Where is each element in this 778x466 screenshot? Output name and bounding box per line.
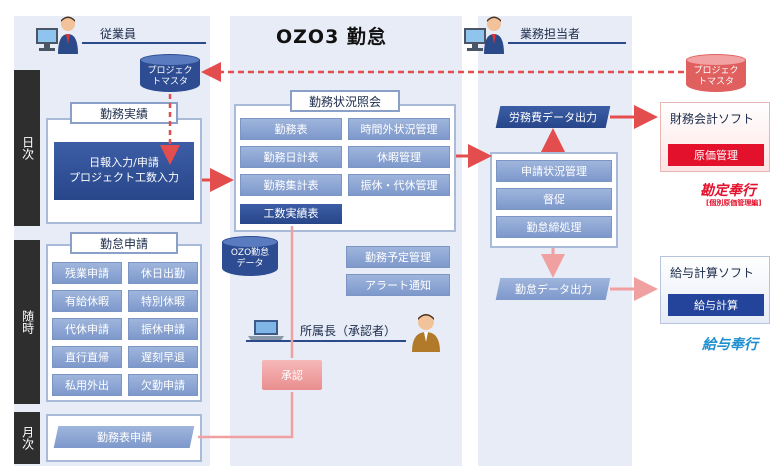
workload-report-button[interactable]: 工数実績表 — [240, 204, 342, 224]
accounting-software-title: 財務会計ソフト — [670, 112, 755, 126]
staff-person-icon — [460, 14, 508, 56]
absence-request-item-0[interactable]: 残業申請 — [52, 262, 122, 284]
work-results-title: 勤務実績 — [70, 102, 178, 124]
absence-request-item-6-label: 直行直帰 — [65, 351, 109, 364]
staff-header: 業務担当者 — [520, 27, 581, 41]
lane-daily-label: 日次 — [20, 136, 35, 160]
workload-report-label: 工数実績表 — [263, 206, 319, 220]
attendance-export-label: 勤怠データ出力 — [514, 283, 592, 296]
status-inquiry-item-1-label: 時間外状況管理 — [360, 123, 438, 136]
daily-report-entry-button[interactable]: 日報入力/申請 プロジェクト工数入力 — [54, 142, 194, 200]
absence-request-item-6[interactable]: 直行直帰 — [52, 346, 122, 368]
project-master-db-icon: プロジェクトマスタ — [140, 54, 200, 92]
cost-management-button[interactable]: 原価管理 — [668, 144, 764, 166]
staff-action-item-1[interactable]: 督促 — [496, 188, 612, 210]
status-inquiry-item-4[interactable]: 勤務集計表 — [240, 174, 342, 196]
manager-header: 所属長（承認者） — [300, 324, 397, 338]
absence-request-item-9[interactable]: 欠勤申請 — [128, 374, 198, 396]
status-inquiry-item-1[interactable]: 時間外状況管理 — [348, 118, 450, 140]
absence-request-item-9-label: 欠勤申請 — [141, 379, 185, 392]
staff-action-item-2-label: 勤怠締処理 — [526, 221, 582, 234]
approve-button[interactable]: 承認 — [262, 360, 322, 390]
cost-management-label: 原価管理 — [694, 149, 738, 162]
project-master-right-label: プロジェクトマスタ — [693, 66, 739, 87]
ozo-db-label: OZO勤怠データ — [230, 248, 270, 269]
status-inquiry-item-5-label: 振休・代休管理 — [360, 179, 438, 192]
status-inquiry-item-3-label: 休暇管理 — [377, 151, 421, 164]
staff-action-item-0-label: 申請状況管理 — [521, 165, 587, 178]
staff-action-item-1-label: 督促 — [543, 193, 565, 206]
labor-cost-export-button[interactable]: 労務費データ出力 — [495, 106, 611, 128]
absence-request-item-3[interactable]: 特別休暇 — [128, 290, 198, 312]
alert-notification-label: アラート通知 — [365, 279, 431, 292]
labor-cost-export-label: 労務費データ出力 — [509, 111, 597, 124]
project-master-db-icon-right: プロジェクトマスタ — [686, 54, 746, 92]
status-inquiry-item-3[interactable]: 休暇管理 — [348, 146, 450, 168]
status-inquiry-item-4-label: 勤務集計表 — [263, 179, 319, 192]
status-inquiry-item-0[interactable]: 勤務表 — [240, 118, 342, 140]
absence-request-item-7-label: 遅刻早退 — [141, 351, 185, 364]
employee-header: 従業員 — [100, 27, 137, 41]
ozo-attendance-db-icon: OZO勤怠データ — [222, 236, 278, 276]
absence-request-item-2-label: 有給休暇 — [65, 295, 109, 308]
schedule-management-button[interactable]: 勤務予定管理 — [346, 246, 450, 268]
schedule-management-label: 勤務予定管理 — [365, 251, 431, 264]
manager-person-icon — [408, 312, 444, 352]
staff-header-line — [508, 42, 626, 44]
timesheet-request-label: 勤務表申請 — [96, 431, 152, 444]
accounting-brand: 勘定奉行 — [700, 183, 756, 199]
absence-request-item-8-label: 私用外出 — [65, 379, 109, 392]
status-inquiry-item-2[interactable]: 勤務日計表 — [240, 146, 342, 168]
payroll-brand: 給与奉行 — [702, 337, 758, 353]
lane-daily: 日次 — [14, 70, 40, 226]
employee-header-line — [82, 42, 206, 44]
daily-report-entry-label: 日報入力/申請 プロジェクト工数入力 — [69, 156, 179, 184]
attendance-export-button[interactable]: 勤怠データ出力 — [495, 278, 611, 300]
employee-person-icon — [34, 14, 82, 56]
project-master-left-label: プロジェクトマスタ — [147, 66, 193, 87]
absence-request-title: 勤怠申請 — [70, 232, 178, 254]
absence-request-item-0-label: 残業申請 — [65, 267, 109, 280]
timesheet-request-button[interactable]: 勤務表申請 — [53, 426, 195, 448]
payroll-calc-label: 給与計算 — [694, 299, 738, 312]
absence-request-item-1-label: 休日出勤 — [141, 267, 185, 280]
absence-request-item-5[interactable]: 振休申請 — [128, 318, 198, 340]
absence-request-item-4-label: 代休申請 — [65, 323, 109, 336]
manager-header-line — [246, 340, 406, 342]
absence-request-item-8[interactable]: 私用外出 — [52, 374, 122, 396]
absence-request-item-5-label: 振休申請 — [141, 323, 185, 336]
absence-request-item-7[interactable]: 遅刻早退 — [128, 346, 198, 368]
lane-adhoc: 随時 — [14, 240, 40, 404]
status-inquiry-item-5[interactable]: 振休・代休管理 — [348, 174, 450, 196]
alert-notification-button[interactable]: アラート通知 — [346, 274, 450, 296]
absence-request-item-4[interactable]: 代休申請 — [52, 318, 122, 340]
absence-request-item-2[interactable]: 有給休暇 — [52, 290, 122, 312]
staff-action-item-0[interactable]: 申請状況管理 — [496, 160, 612, 182]
payroll-software-title: 給与計算ソフト — [670, 266, 755, 280]
lane-monthly-label: 月次 — [20, 426, 35, 450]
status-inquiry-item-2-label: 勤務日計表 — [263, 151, 319, 164]
lane-adhoc-label: 随時 — [20, 310, 35, 334]
approve-label: 承認 — [281, 369, 303, 382]
status-inquiry-item-0-label: 勤務表 — [274, 123, 308, 136]
accounting-brand-sub: [個別原価管理編] — [706, 199, 762, 207]
payroll-calc-button[interactable]: 給与計算 — [668, 294, 764, 316]
absence-request-item-1[interactable]: 休日出勤 — [128, 262, 198, 284]
absence-request-item-3-label: 特別休暇 — [141, 295, 185, 308]
lane-monthly: 月次 — [14, 412, 40, 464]
staff-action-item-2[interactable]: 勤怠締処理 — [496, 216, 612, 238]
status-inquiry-title: 勤務状況照会 — [290, 90, 400, 112]
page-title: OZO3 勤怠 — [276, 26, 387, 48]
